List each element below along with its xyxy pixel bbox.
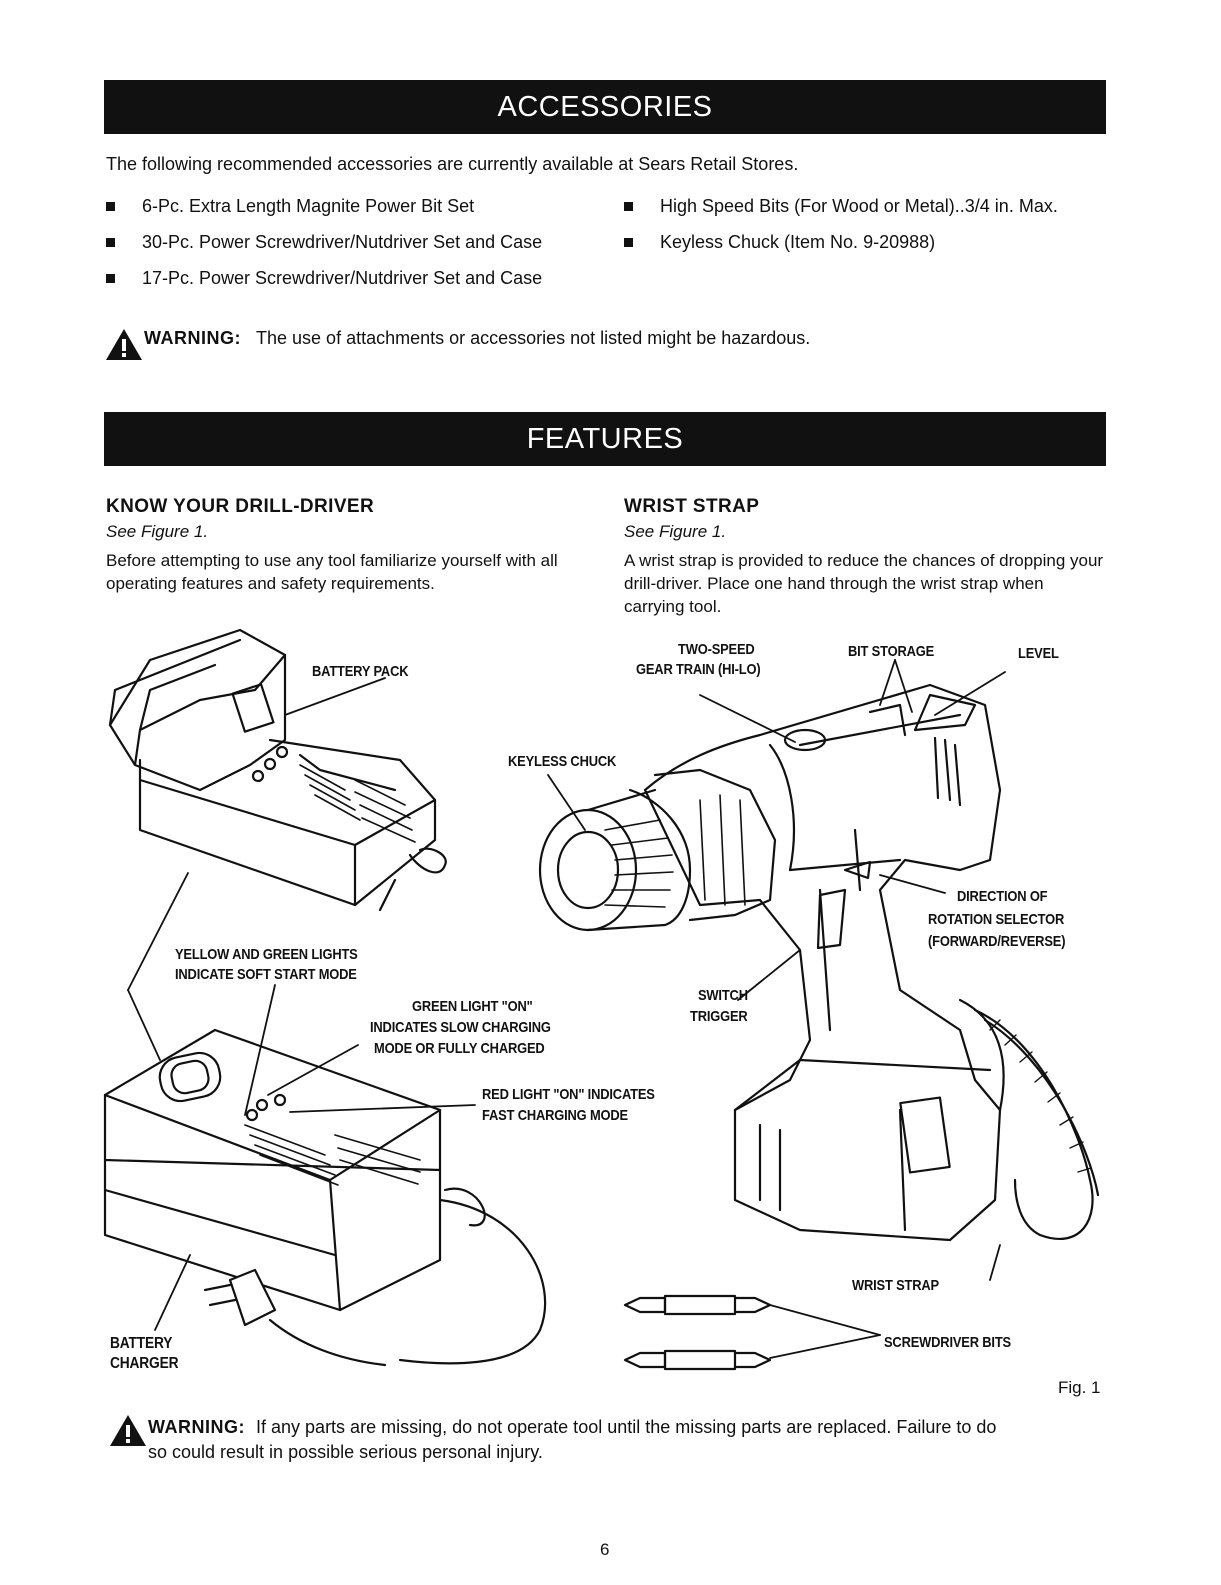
list-item: 6-Pc. Extra Length Magnite Power Bit Set — [106, 194, 474, 218]
bullet-square-icon — [106, 238, 115, 247]
callout-direction-line3: (FORWARD/REVERSE) — [928, 933, 1066, 950]
warning-label: WARNING: — [144, 328, 241, 348]
callout-leader-lines — [127, 659, 1006, 1359]
callout-red-line2: FAST CHARGING MODE — [482, 1107, 628, 1124]
list-item: 17-Pc. Power Screwdriver/Nutdriver Set a… — [106, 266, 542, 290]
warning-text: The use of attachments or accessories no… — [256, 328, 811, 348]
callout-red-line1: RED LIGHT "ON" INDICATES — [482, 1086, 655, 1103]
warning-text: If any parts are missing, do not operate… — [256, 1417, 997, 1437]
battery-pack-drawing — [108, 628, 447, 912]
callout-keyless-chuck: KEYLESS CHUCK — [508, 753, 617, 770]
bottom-warning-line1: WARNING: If any parts are missing, do no… — [148, 1415, 996, 1439]
callout-two-speed-line1: TWO-SPEED — [678, 641, 755, 658]
warning-label: WARNING: — [148, 1417, 245, 1437]
warning-triangle-icon — [106, 329, 142, 360]
callout-wrist-strap: WRIST STRAP — [852, 1277, 939, 1294]
features-banner: FEATURES — [104, 412, 1106, 466]
callout-green-line3: MODE OR FULLY CHARGED — [374, 1040, 545, 1057]
bullet-square-icon — [106, 202, 115, 211]
callout-green-line2: INDICATES SLOW CHARGING — [370, 1019, 551, 1036]
list-item: Keyless Chuck (Item No. 9-20988) — [624, 230, 935, 254]
bullet-square-icon — [624, 238, 633, 247]
callout-direction-line2: ROTATION SELECTOR — [928, 911, 1065, 928]
bottom-warning-line2: so could result in possible serious pers… — [148, 1442, 543, 1462]
callout-battery-charger-line1: BATTERY — [110, 1335, 173, 1352]
callout-green-line1: GREEN LIGHT "ON" — [412, 998, 533, 1015]
callout-direction-line1: DIRECTION OF — [957, 888, 1048, 905]
callout-two-speed-line2: GEAR TRAIN (HI-LO) — [636, 661, 761, 678]
wrist-see-figure: See Figure 1. — [624, 522, 727, 541]
callout-yellow-line2: INDICATE SOFT START MODE — [175, 966, 357, 983]
callout-switch-line2: TRIGGER — [690, 1008, 748, 1025]
know-see-figure: See Figure 1. — [106, 522, 209, 541]
accessories-intro: The following recommended accessories ar… — [106, 154, 799, 174]
battery-charger-drawing — [103, 1028, 547, 1367]
list-item: 30-Pc. Power Screwdriver/Nutdriver Set a… — [106, 230, 542, 254]
callout-switch-line1: SWITCH — [698, 987, 748, 1004]
accessories-banner: ACCESSORIES — [104, 80, 1106, 134]
figure-caption: Fig. 1 — [1058, 1378, 1101, 1397]
callout-screwdriver-bits: SCREWDRIVER BITS — [884, 1334, 1011, 1351]
callout-bit-storage: BIT STORAGE — [848, 643, 935, 660]
list-item: High Speed Bits (For Wood or Metal)..3/4… — [624, 194, 1058, 218]
callout-battery-charger-line2: CHARGER — [110, 1355, 179, 1372]
callout-battery-pack: BATTERY PACK — [312, 663, 409, 680]
know-heading: KNOW YOUR DRILL-DRIVER — [106, 496, 375, 517]
page-number: 6 — [600, 1540, 610, 1559]
screwdriver-bits-drawing — [623, 1294, 772, 1371]
warning-triangle-icon — [110, 1415, 146, 1446]
bullet-square-icon — [624, 202, 633, 211]
wrist-heading: WRIST STRAP — [624, 496, 760, 517]
callout-level: LEVEL — [1018, 645, 1059, 662]
drill-driver-drawing — [538, 683, 1100, 1242]
accessories-warning: WARNING: The use of attachments or acces… — [144, 326, 810, 350]
bullet-square-icon — [106, 274, 115, 283]
callout-yellow-line1: YELLOW AND GREEN LIGHTS — [175, 946, 358, 963]
wrist-body: A wrist strap is provided to reduce the … — [624, 551, 1104, 616]
know-body: Before attempting to use any tool famili… — [106, 551, 558, 593]
